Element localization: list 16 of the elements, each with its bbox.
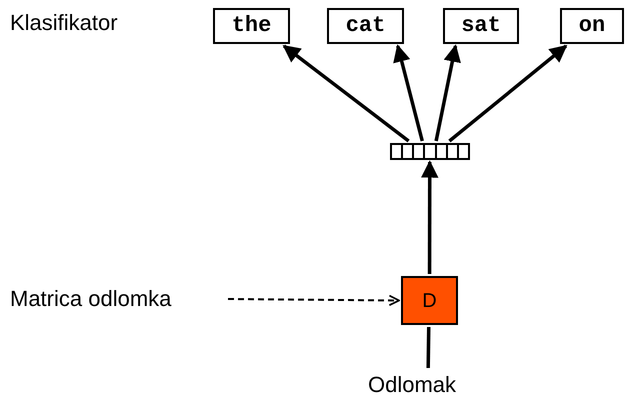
line — [426, 326, 430, 368]
section-label: Klasifikator — [10, 12, 118, 34]
vector-bar — [390, 143, 470, 160]
dashed-arrow — [228, 294, 400, 306]
arrow — [434, 44, 461, 142]
process-box: D — [401, 276, 458, 325]
arrow — [393, 44, 424, 142]
word-box: cat — [327, 8, 404, 44]
arrow — [420, 160, 438, 274]
text-label: Odlomak — [368, 370, 488, 400]
text-label: Matrica odlomka — [10, 284, 226, 314]
word-box: the — [213, 8, 290, 44]
arrow — [448, 44, 568, 142]
arrow — [282, 44, 410, 142]
word-box: sat — [443, 8, 519, 44]
word-box: on — [560, 8, 624, 44]
